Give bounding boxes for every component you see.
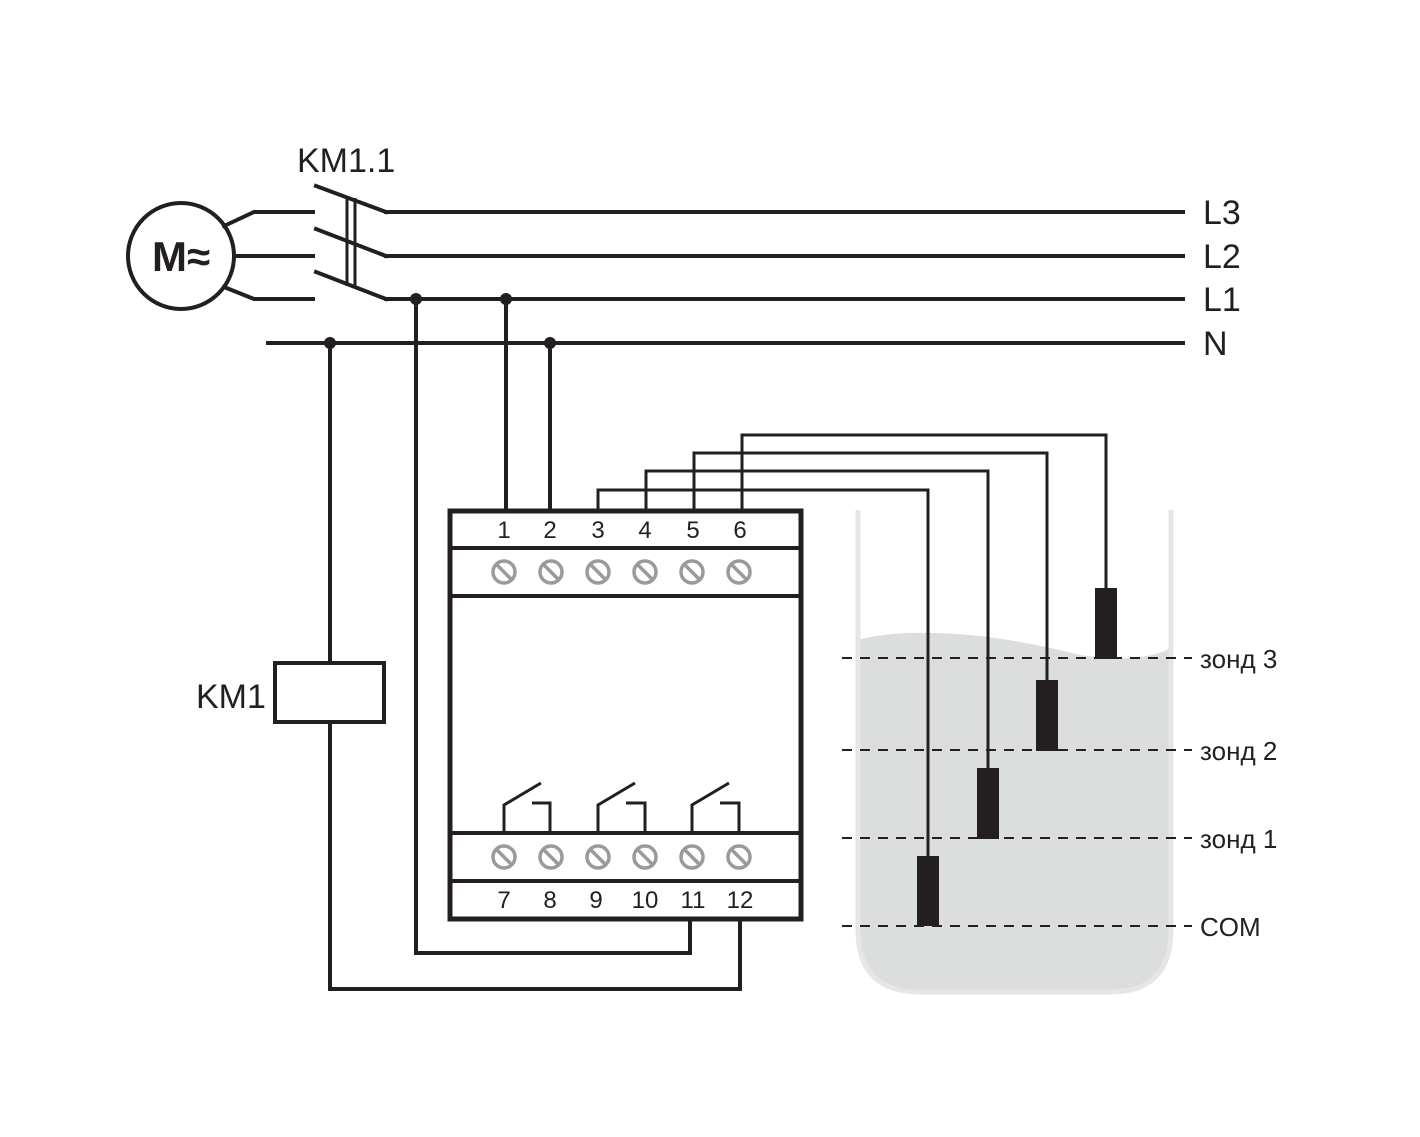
relay-contact-2-fixed — [626, 801, 647, 833]
motor-lead-1 — [221, 210, 315, 229]
level-label-probe-1: зонд 1 — [1200, 824, 1277, 854]
junction-dot — [500, 293, 512, 305]
screw-terminal — [491, 844, 517, 870]
probe-com — [917, 856, 939, 926]
motor-lead-3 — [221, 284, 315, 301]
coil-label: KM1 — [196, 678, 266, 716]
contactor-contact-label: KM1.1 — [297, 142, 395, 180]
relay-contact-1 — [502, 781, 542, 833]
terminal-number: 11 — [681, 887, 706, 914]
probe-wires — [596, 433, 1108, 858]
probe-3-wire — [740, 433, 1108, 590]
junction-dot — [544, 337, 556, 349]
probe-com-wire — [596, 488, 930, 858]
level-label-com: COM — [1200, 912, 1261, 942]
relay-module: 1 2 3 4 5 6 7 8 9 10 11 12 — [447, 508, 804, 922]
relay-contact-3-fixed — [720, 801, 741, 833]
l1-to-terminal-11-wire — [414, 297, 692, 955]
coil-km1 — [273, 661, 386, 724]
terminal-number: 2 — [543, 517, 556, 544]
level-label-probe-2: зонд 2 — [1200, 736, 1277, 766]
screw-terminal — [585, 559, 611, 585]
water-fill — [858, 632, 1171, 992]
contact-blade-3 — [313, 269, 389, 302]
junction-dot — [324, 337, 336, 349]
contact-blade-1 — [313, 183, 389, 215]
probe-1-wire — [644, 469, 990, 770]
screw-terminal — [726, 559, 752, 585]
line-label-l1: L1 — [1203, 281, 1241, 319]
line-label-l2: L2 — [1203, 238, 1241, 276]
terminal-number: 8 — [543, 887, 556, 914]
screw-terminal — [538, 559, 564, 585]
relay-contact-3 — [690, 781, 730, 833]
probe-3 — [1095, 588, 1117, 659]
terminal-number: 10 — [632, 887, 659, 914]
screw-terminal — [538, 844, 564, 870]
probe-2-wire — [692, 451, 1049, 682]
power-lines — [266, 210, 1185, 345]
motor-label: M≈ — [152, 233, 210, 280]
contact-blade-2 — [313, 226, 389, 259]
screw-terminal — [632, 559, 658, 585]
terminal-number: 7 — [497, 887, 510, 914]
probe-1 — [977, 768, 999, 839]
terminal-number: 5 — [686, 517, 699, 544]
screw-terminal — [491, 559, 517, 585]
motor: M≈ — [126, 201, 315, 311]
terminal-number: 4 — [638, 517, 651, 544]
terminal-number: 1 — [497, 517, 510, 544]
screw-terminal — [632, 844, 658, 870]
terminal-number: 9 — [589, 887, 602, 914]
terminal-number: 3 — [591, 517, 604, 544]
screw-terminal — [679, 844, 705, 870]
junction-dot — [410, 293, 422, 305]
level-label-probe-3: зонд 3 — [1200, 644, 1277, 674]
terminal-number: 6 — [733, 517, 746, 544]
screw-terminal — [585, 844, 611, 870]
line-label-l3: L3 — [1203, 194, 1241, 232]
probe-2 — [1036, 680, 1058, 751]
tank-wall — [855, 510, 1174, 995]
terminal-number: 12 — [727, 887, 754, 914]
line-label-n: N — [1203, 325, 1228, 363]
screw-terminal — [679, 559, 705, 585]
relay-contact-1-fixed — [532, 801, 552, 833]
contactor-contacts — [313, 183, 389, 302]
screw-terminal — [726, 844, 752, 870]
relay-contact-2 — [596, 781, 636, 833]
coil-to-terminal-12-wire — [328, 720, 742, 991]
